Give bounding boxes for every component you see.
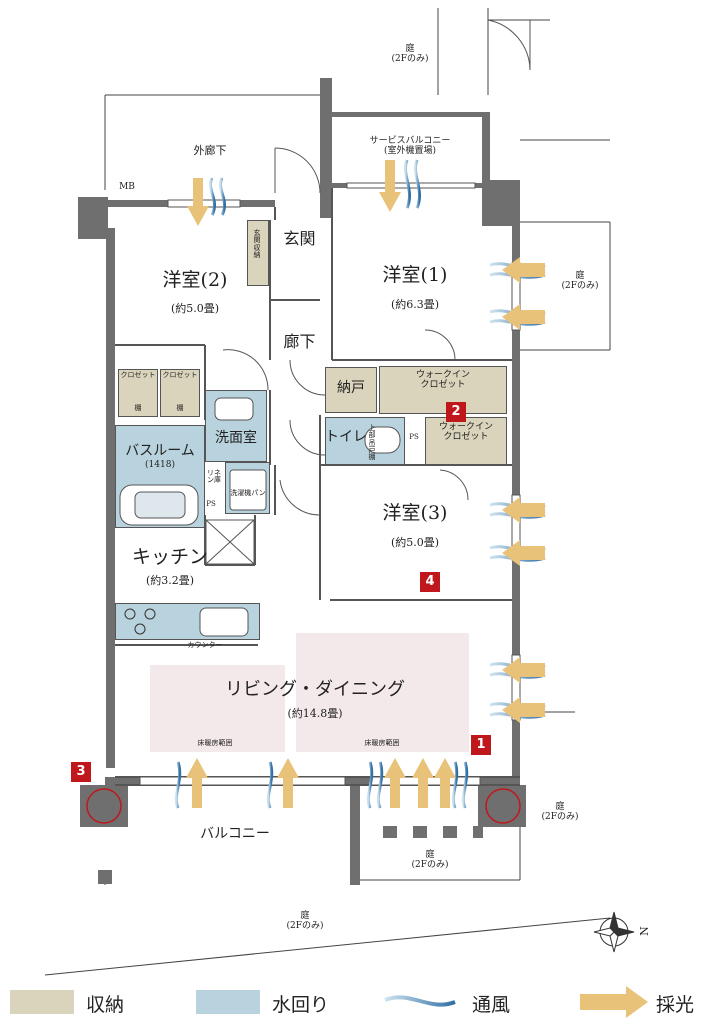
- marker-3: 3: [71, 762, 91, 782]
- yard-right-top-label: 庭(2Fのみ): [561, 271, 599, 291]
- walkin-closet-2-label: ウォークイン クロゼット: [438, 422, 493, 442]
- kitchen-size: (約3.2畳): [145, 574, 195, 587]
- closet-b: [160, 369, 200, 417]
- bathroom-size: (1418): [145, 460, 175, 470]
- service-balcony-label: サービスバルコニー(室外機置場): [369, 136, 451, 156]
- closet-a-label: クロゼット: [120, 371, 156, 379]
- western-room-2-size: (約5.0畳): [170, 302, 220, 315]
- entrance-storage: [247, 220, 269, 286]
- western-room-3-size: (約5.0畳): [390, 536, 440, 549]
- compass-n-label: N: [637, 926, 651, 936]
- floor-heat-label-b: 床暖房範囲: [364, 739, 400, 747]
- walkin-closet-1: [379, 366, 507, 414]
- storeroom: [325, 367, 377, 413]
- toilet-label: トイレ: [325, 429, 367, 445]
- legend-water-swatch: [196, 990, 260, 1014]
- legend-light-arrow: [580, 986, 648, 1018]
- shelf-a-label: 棚: [134, 404, 142, 412]
- shelf-b-label: 棚: [176, 404, 184, 412]
- hallway-label: 廊下: [283, 332, 316, 351]
- legend-wind-wave: [384, 995, 456, 1007]
- legend-storage-swatch: [10, 990, 74, 1014]
- ps-label-2: PS: [409, 433, 419, 441]
- living-label: リビング・ダイニング: [225, 679, 405, 700]
- compass-rose: [593, 911, 635, 953]
- bathroom-label: バスルーム: [125, 443, 195, 459]
- yard-bottom-label: 庭(2Fのみ): [286, 911, 324, 931]
- ps-shaft: [205, 519, 255, 565]
- walkin-closet-1-label: ウォークイン クロゼット: [415, 370, 470, 390]
- balcony-label: バルコニー: [200, 826, 270, 842]
- light-arrows: [186, 160, 545, 808]
- outer-walls: [78, 78, 526, 885]
- washroom-label: 洗面室: [215, 430, 257, 446]
- closet-b-label: クロゼット: [162, 371, 198, 379]
- storeroom-label: 納戸: [337, 380, 365, 396]
- washer-pan-label: 洗濯機パン: [230, 489, 266, 497]
- entrance-storage-label: 玄関収納: [253, 229, 261, 260]
- toilet-shelf-label: 上部吊戸棚: [368, 424, 376, 462]
- marker-4: 4: [420, 572, 440, 592]
- legend-light-label: 採光: [656, 994, 695, 1016]
- legend-water-label: 水回り: [272, 994, 330, 1016]
- yard-top-label: 庭(2Fのみ): [391, 44, 429, 64]
- floor-heat-area-b: [296, 633, 469, 752]
- western-room-3-label: 洋室(3): [382, 502, 448, 524]
- entrance-label: 玄関: [283, 229, 316, 248]
- legend-storage-label: 収納: [86, 994, 125, 1016]
- yard-mid-label: 庭(2Fのみ): [411, 850, 449, 870]
- western-room-2-label: 洋室(2): [162, 269, 228, 291]
- legend-wind-label: 通風: [472, 994, 511, 1016]
- corridor-label: 外廊下: [193, 144, 227, 157]
- ps-label-1: PS: [206, 500, 216, 508]
- walkin-closet-2: [425, 417, 507, 465]
- closet-a: [118, 369, 158, 417]
- marker-2: 2: [446, 402, 466, 422]
- floor-heat-area-a: [150, 665, 285, 752]
- counter-label: カウンター: [187, 641, 223, 649]
- linen-label: リネン庫: [207, 469, 221, 485]
- kitchen-label: キッチン: [131, 546, 208, 568]
- western-room-1-size: (約6.3畳): [390, 298, 440, 311]
- yard-right-bottom-label: 庭(2Fのみ): [541, 802, 579, 822]
- floor-heat-label-a: 床暖房範囲: [197, 739, 233, 747]
- marker-1: 1: [471, 735, 491, 755]
- living-size: (約14.8畳): [287, 707, 343, 720]
- mb-label: MB: [119, 182, 135, 192]
- western-room-1-label: 洋室(1): [382, 264, 448, 286]
- pipe-circles: [86, 788, 521, 824]
- door-swings: [222, 19, 531, 516]
